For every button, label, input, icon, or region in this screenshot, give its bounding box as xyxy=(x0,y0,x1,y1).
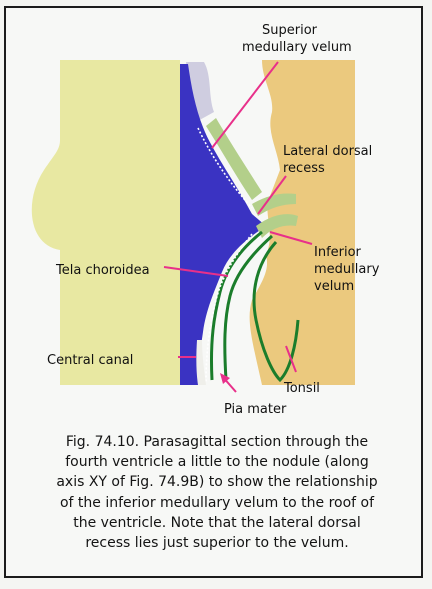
caption-line: fourth ventricle a little to the nodule … xyxy=(22,452,412,472)
label-inferior-velum: Inferior medullary velum xyxy=(314,245,384,294)
label-superior-velum: Superior medullary velum xyxy=(242,23,352,55)
caption-line: axis XY of Fig. 74.9B) to show the relat… xyxy=(22,472,412,492)
caption-line: of the inferior medullary velum to the r… xyxy=(22,493,412,513)
figure-caption: Fig. 74.10. Parasagittal section through… xyxy=(22,432,412,553)
caption-line: the ventricle. Note that the lateral dor… xyxy=(22,513,412,533)
label-central-canal: Central canal xyxy=(47,353,133,368)
pointer-superior xyxy=(212,62,278,148)
label-tela-choroidea: Tela choroidea xyxy=(55,263,150,278)
brainstem-region xyxy=(32,60,180,385)
label-tonsil: Tonsil xyxy=(283,381,320,396)
label-pia-mater: Pia mater xyxy=(224,402,287,417)
central-canal-gap xyxy=(196,340,206,385)
caption-line: Fig. 74.10. Parasagittal section through… xyxy=(22,432,412,452)
caption-line: recess lies just superior to the velum. xyxy=(22,533,412,553)
